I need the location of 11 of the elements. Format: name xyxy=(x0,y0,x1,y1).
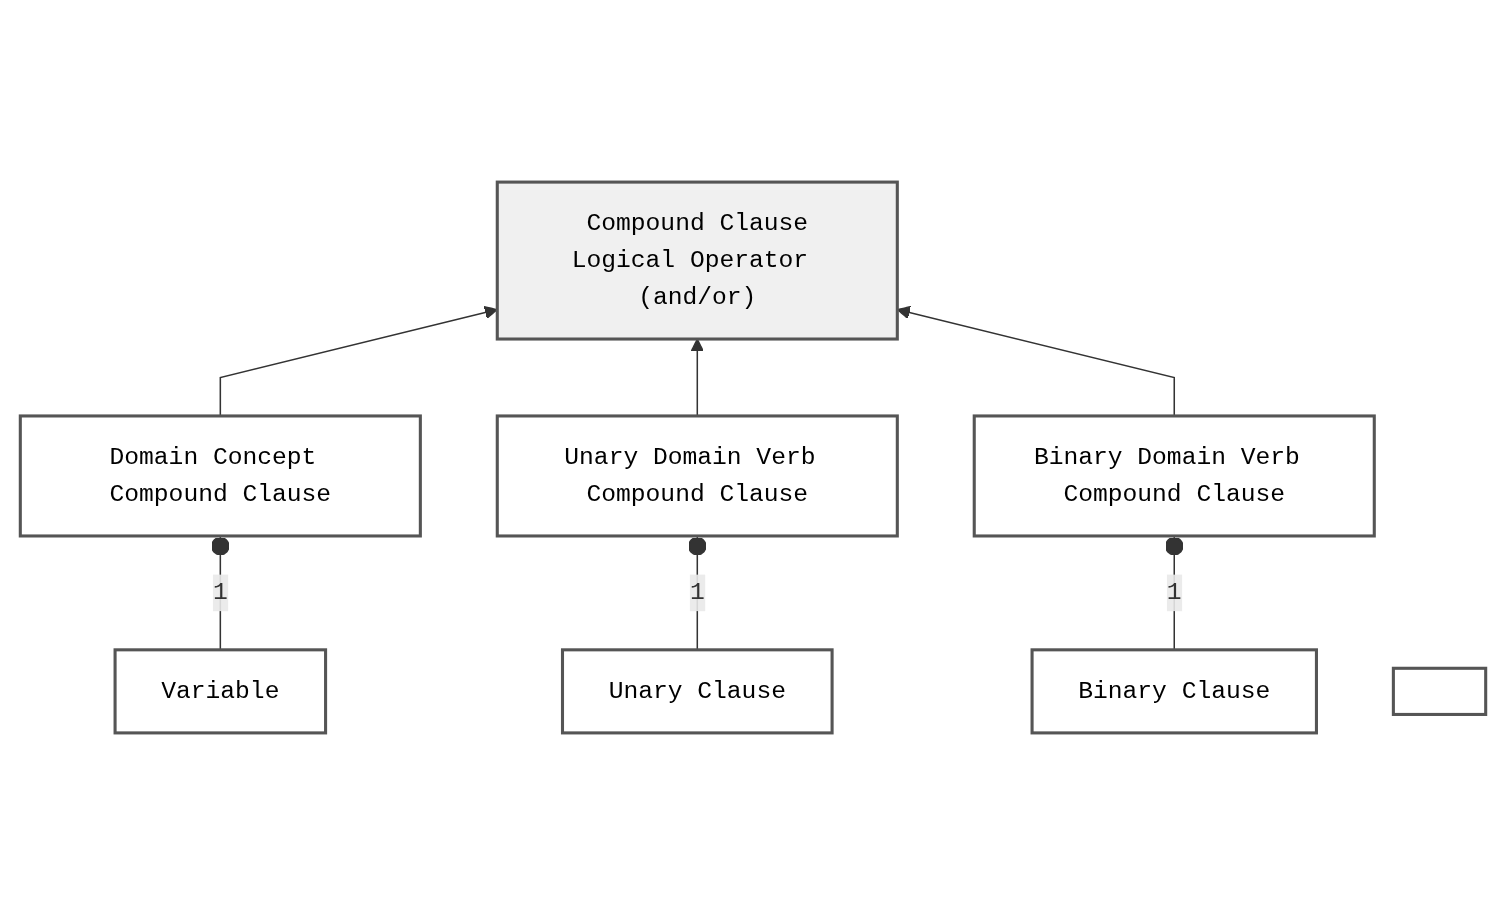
node-box: Binary Domain Verb Compound Clause xyxy=(972,414,1376,538)
node-box: Unary Domain Verb Compound Clause xyxy=(495,414,899,538)
node-box: Binary Clause xyxy=(1030,648,1318,735)
edge-label: 1 xyxy=(1166,579,1182,607)
edge-label: 1 xyxy=(689,579,705,607)
node-box: Compound Clause Logical Operator (and/or) xyxy=(495,180,899,341)
node-box: Unary Clause xyxy=(560,648,834,735)
node-box xyxy=(1391,666,1488,716)
node-box: Domain Concept Compound Clause xyxy=(18,414,422,538)
edge-label: 1 xyxy=(212,579,228,607)
node-box: Variable xyxy=(113,648,328,735)
